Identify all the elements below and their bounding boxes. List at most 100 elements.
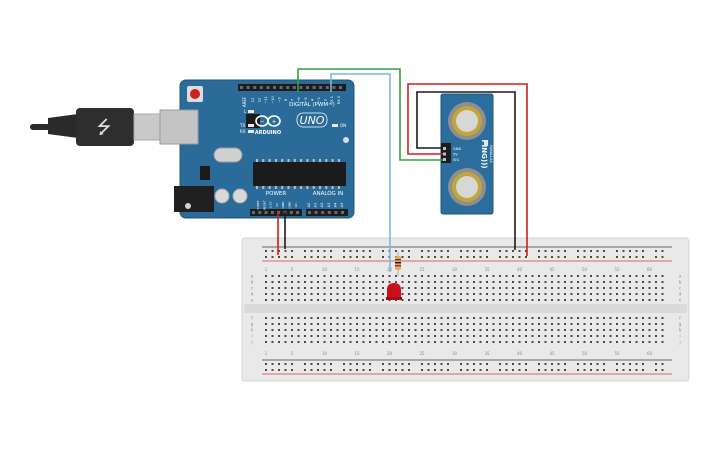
breadboard-hole[interactable] xyxy=(317,256,319,258)
breadboard-hole[interactable] xyxy=(642,287,644,289)
breadboard-hole[interactable] xyxy=(512,275,514,277)
breadboard-hole[interactable] xyxy=(369,323,371,325)
breadboard-hole[interactable] xyxy=(635,275,638,277)
breadboard-hole[interactable] xyxy=(499,256,501,258)
breadboard-hole[interactable] xyxy=(460,275,462,277)
breadboard-hole[interactable] xyxy=(297,287,300,289)
breadboard-hole[interactable] xyxy=(460,250,462,252)
breadboard-hole[interactable] xyxy=(551,369,553,371)
breadboard-hole[interactable] xyxy=(538,293,540,295)
breadboard-hole[interactable] xyxy=(336,341,339,343)
breadboard-hole[interactable] xyxy=(414,275,417,277)
breadboard-hole[interactable] xyxy=(265,369,267,371)
breadboard-hole[interactable] xyxy=(362,335,365,337)
breadboard-hole[interactable] xyxy=(661,293,664,295)
power-pin-hole[interactable] xyxy=(258,211,262,214)
breadboard-hole[interactable] xyxy=(590,275,592,277)
breadboard-hole[interactable] xyxy=(421,281,423,283)
breadboard-hole[interactable] xyxy=(583,287,586,289)
breadboard-hole[interactable] xyxy=(414,293,417,295)
breadboard-hole[interactable] xyxy=(271,299,274,301)
breadboard-hole[interactable] xyxy=(564,256,566,258)
digital-pin-hole[interactable] xyxy=(273,86,276,89)
breadboard-hole[interactable] xyxy=(590,335,592,337)
breadboard-hole[interactable] xyxy=(336,275,339,277)
breadboard-hole[interactable] xyxy=(583,363,586,365)
breadboard-hole[interactable] xyxy=(622,363,625,365)
breadboard-hole[interactable] xyxy=(460,287,462,289)
breadboard-hole[interactable] xyxy=(440,299,443,301)
breadboard-hole[interactable] xyxy=(518,287,521,289)
breadboard-hole[interactable] xyxy=(564,329,566,331)
breadboard-hole[interactable] xyxy=(375,329,378,331)
breadboard-hole[interactable] xyxy=(512,323,514,325)
breadboard-hole[interactable] xyxy=(622,287,625,289)
breadboard-hole[interactable] xyxy=(518,317,521,319)
breadboard-hole[interactable] xyxy=(310,335,313,337)
breadboard-hole[interactable] xyxy=(603,323,605,325)
breadboard-hole[interactable] xyxy=(278,363,280,365)
breadboard-hole[interactable] xyxy=(648,281,651,283)
breadboard-hole[interactable] xyxy=(570,281,573,283)
breadboard-hole[interactable] xyxy=(453,281,456,283)
breadboard-hole[interactable] xyxy=(388,329,391,331)
breadboard-hole[interactable] xyxy=(557,293,560,295)
breadboard-hole[interactable] xyxy=(525,281,527,283)
breadboard-hole[interactable] xyxy=(499,369,501,371)
breadboard-hole[interactable] xyxy=(284,250,287,252)
breadboard-hole[interactable] xyxy=(655,299,657,301)
analog-pin-hole[interactable] xyxy=(341,211,344,214)
breadboard-hole[interactable] xyxy=(401,287,404,289)
digital-pin-hole[interactable] xyxy=(266,86,270,89)
breadboard-hole[interactable] xyxy=(486,329,488,331)
breadboard-hole[interactable] xyxy=(629,293,631,295)
breadboard-hole[interactable] xyxy=(518,281,521,283)
breadboard-hole[interactable] xyxy=(603,293,605,295)
breadboard-hole[interactable] xyxy=(635,281,638,283)
breadboard-hole[interactable] xyxy=(551,287,553,289)
breadboard-hole[interactable] xyxy=(525,256,527,258)
breadboard-hole[interactable] xyxy=(570,323,573,325)
breadboard-hole[interactable] xyxy=(544,281,547,283)
breadboard-hole[interactable] xyxy=(310,256,313,258)
breadboard-hole[interactable] xyxy=(473,281,475,283)
breadboard-hole[interactable] xyxy=(486,281,488,283)
breadboard-hole[interactable] xyxy=(622,329,625,331)
breadboard-hole[interactable] xyxy=(440,250,443,252)
breadboard-hole[interactable] xyxy=(291,281,293,283)
breadboard-hole[interactable] xyxy=(505,281,508,283)
breadboard-hole[interactable] xyxy=(505,250,508,252)
breadboard-hole[interactable] xyxy=(505,275,508,277)
breadboard-hole[interactable] xyxy=(590,323,592,325)
wire-blue-led[interactable] xyxy=(330,73,391,272)
breadboard-hole[interactable] xyxy=(499,329,501,331)
breadboard-hole[interactable] xyxy=(336,329,339,331)
breadboard-hole[interactable] xyxy=(616,256,618,258)
breadboard-hole[interactable] xyxy=(440,341,443,343)
breadboard-hole[interactable] xyxy=(564,363,566,365)
breadboard-hole[interactable] xyxy=(622,299,625,301)
breadboard-hole[interactable] xyxy=(323,256,326,258)
breadboard-hole[interactable] xyxy=(284,293,287,295)
breadboard-hole[interactable] xyxy=(499,317,501,319)
breadboard-hole[interactable] xyxy=(648,329,651,331)
breadboard-hole[interactable] xyxy=(479,329,482,331)
breadboard-hole[interactable] xyxy=(460,363,462,365)
breadboard-hole[interactable] xyxy=(453,287,456,289)
breadboard-hole[interactable] xyxy=(473,363,475,365)
breadboard-hole[interactable] xyxy=(629,369,631,371)
breadboard-hole[interactable] xyxy=(486,250,488,252)
breadboard-hole[interactable] xyxy=(505,335,508,337)
breadboard-hole[interactable] xyxy=(525,299,527,301)
breadboard-hole[interactable] xyxy=(596,299,599,301)
breadboard-hole[interactable] xyxy=(577,329,579,331)
breadboard-hole[interactable] xyxy=(265,250,267,252)
breadboard-hole[interactable] xyxy=(609,299,612,301)
digital-pin-hole[interactable] xyxy=(312,86,316,89)
breadboard-hole[interactable] xyxy=(362,323,365,325)
breadboard-hole[interactable] xyxy=(434,281,436,283)
breadboard-hole[interactable] xyxy=(564,293,566,295)
breadboard-hole[interactable] xyxy=(304,287,306,289)
breadboard-hole[interactable] xyxy=(622,250,625,252)
